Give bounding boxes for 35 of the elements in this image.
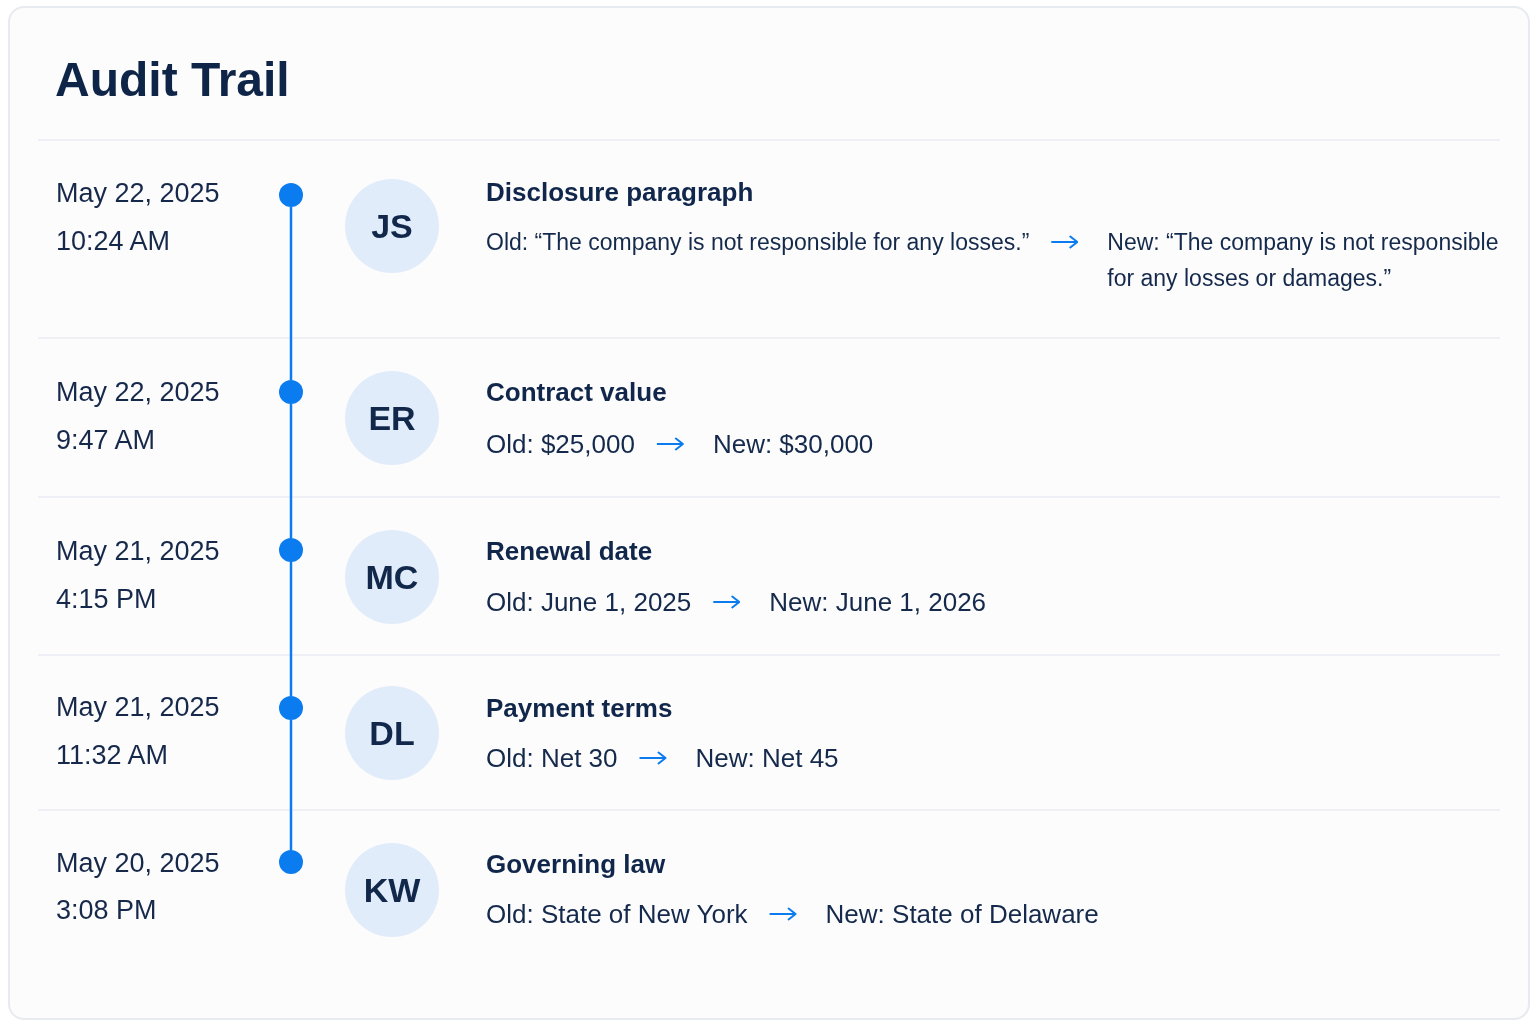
change-arrow bbox=[712, 595, 741, 609]
entry-date: May 20, 2025 bbox=[56, 847, 220, 880]
page-title: Audit Trail bbox=[55, 52, 290, 108]
entry-date: May 21, 2025 bbox=[56, 691, 220, 724]
change-arrow bbox=[1050, 235, 1079, 249]
timeline-connector bbox=[289, 404, 293, 538]
new-value-text: New: “The company is not responsible for any losses or damages.” bbox=[1077, 224, 1500, 296]
entry-time: 3:08 PM bbox=[56, 894, 157, 927]
field-name: Contract value bbox=[486, 376, 667, 409]
field-name: Renewal date bbox=[486, 535, 653, 568]
change-arrow bbox=[638, 751, 667, 765]
timeline-connector bbox=[289, 207, 293, 380]
entry-date: May 22, 2025 bbox=[56, 376, 220, 409]
new-value-text: New: June 1, 2026 bbox=[739, 584, 987, 620]
new-value-text: New: $30,000 bbox=[682, 426, 874, 462]
new-value-text: New: Net 45 bbox=[665, 740, 839, 776]
old-value-text: Old: June 1, 2025 bbox=[486, 584, 714, 620]
old-value-text: Old: State of New York bbox=[486, 896, 770, 932]
field-name: Disclosure paragraph bbox=[486, 176, 754, 209]
entry-time: 11:32 AM bbox=[56, 739, 169, 772]
change-arrow bbox=[655, 437, 684, 451]
timeline-connector bbox=[289, 562, 293, 696]
entry-time: 10:24 AM bbox=[56, 225, 171, 258]
entry-date: May 22, 2025 bbox=[56, 177, 220, 210]
new-value-text: New: State of Delaware bbox=[795, 896, 1099, 932]
change-arrow bbox=[768, 907, 797, 921]
field-name: Governing law bbox=[486, 848, 666, 881]
old-value-text: Old: Net 30 bbox=[486, 740, 640, 776]
entry-date: May 21, 2025 bbox=[56, 535, 220, 568]
field-name: Payment terms bbox=[486, 692, 673, 725]
old-value-text: Old: “The company is not responsible for any losses.” bbox=[486, 224, 1052, 260]
entry-time: 4:15 PM bbox=[56, 583, 157, 616]
old-value-text: Old: $25,000 bbox=[486, 426, 657, 462]
timeline-connector bbox=[289, 720, 293, 850]
entry-time: 9:47 AM bbox=[56, 424, 156, 457]
